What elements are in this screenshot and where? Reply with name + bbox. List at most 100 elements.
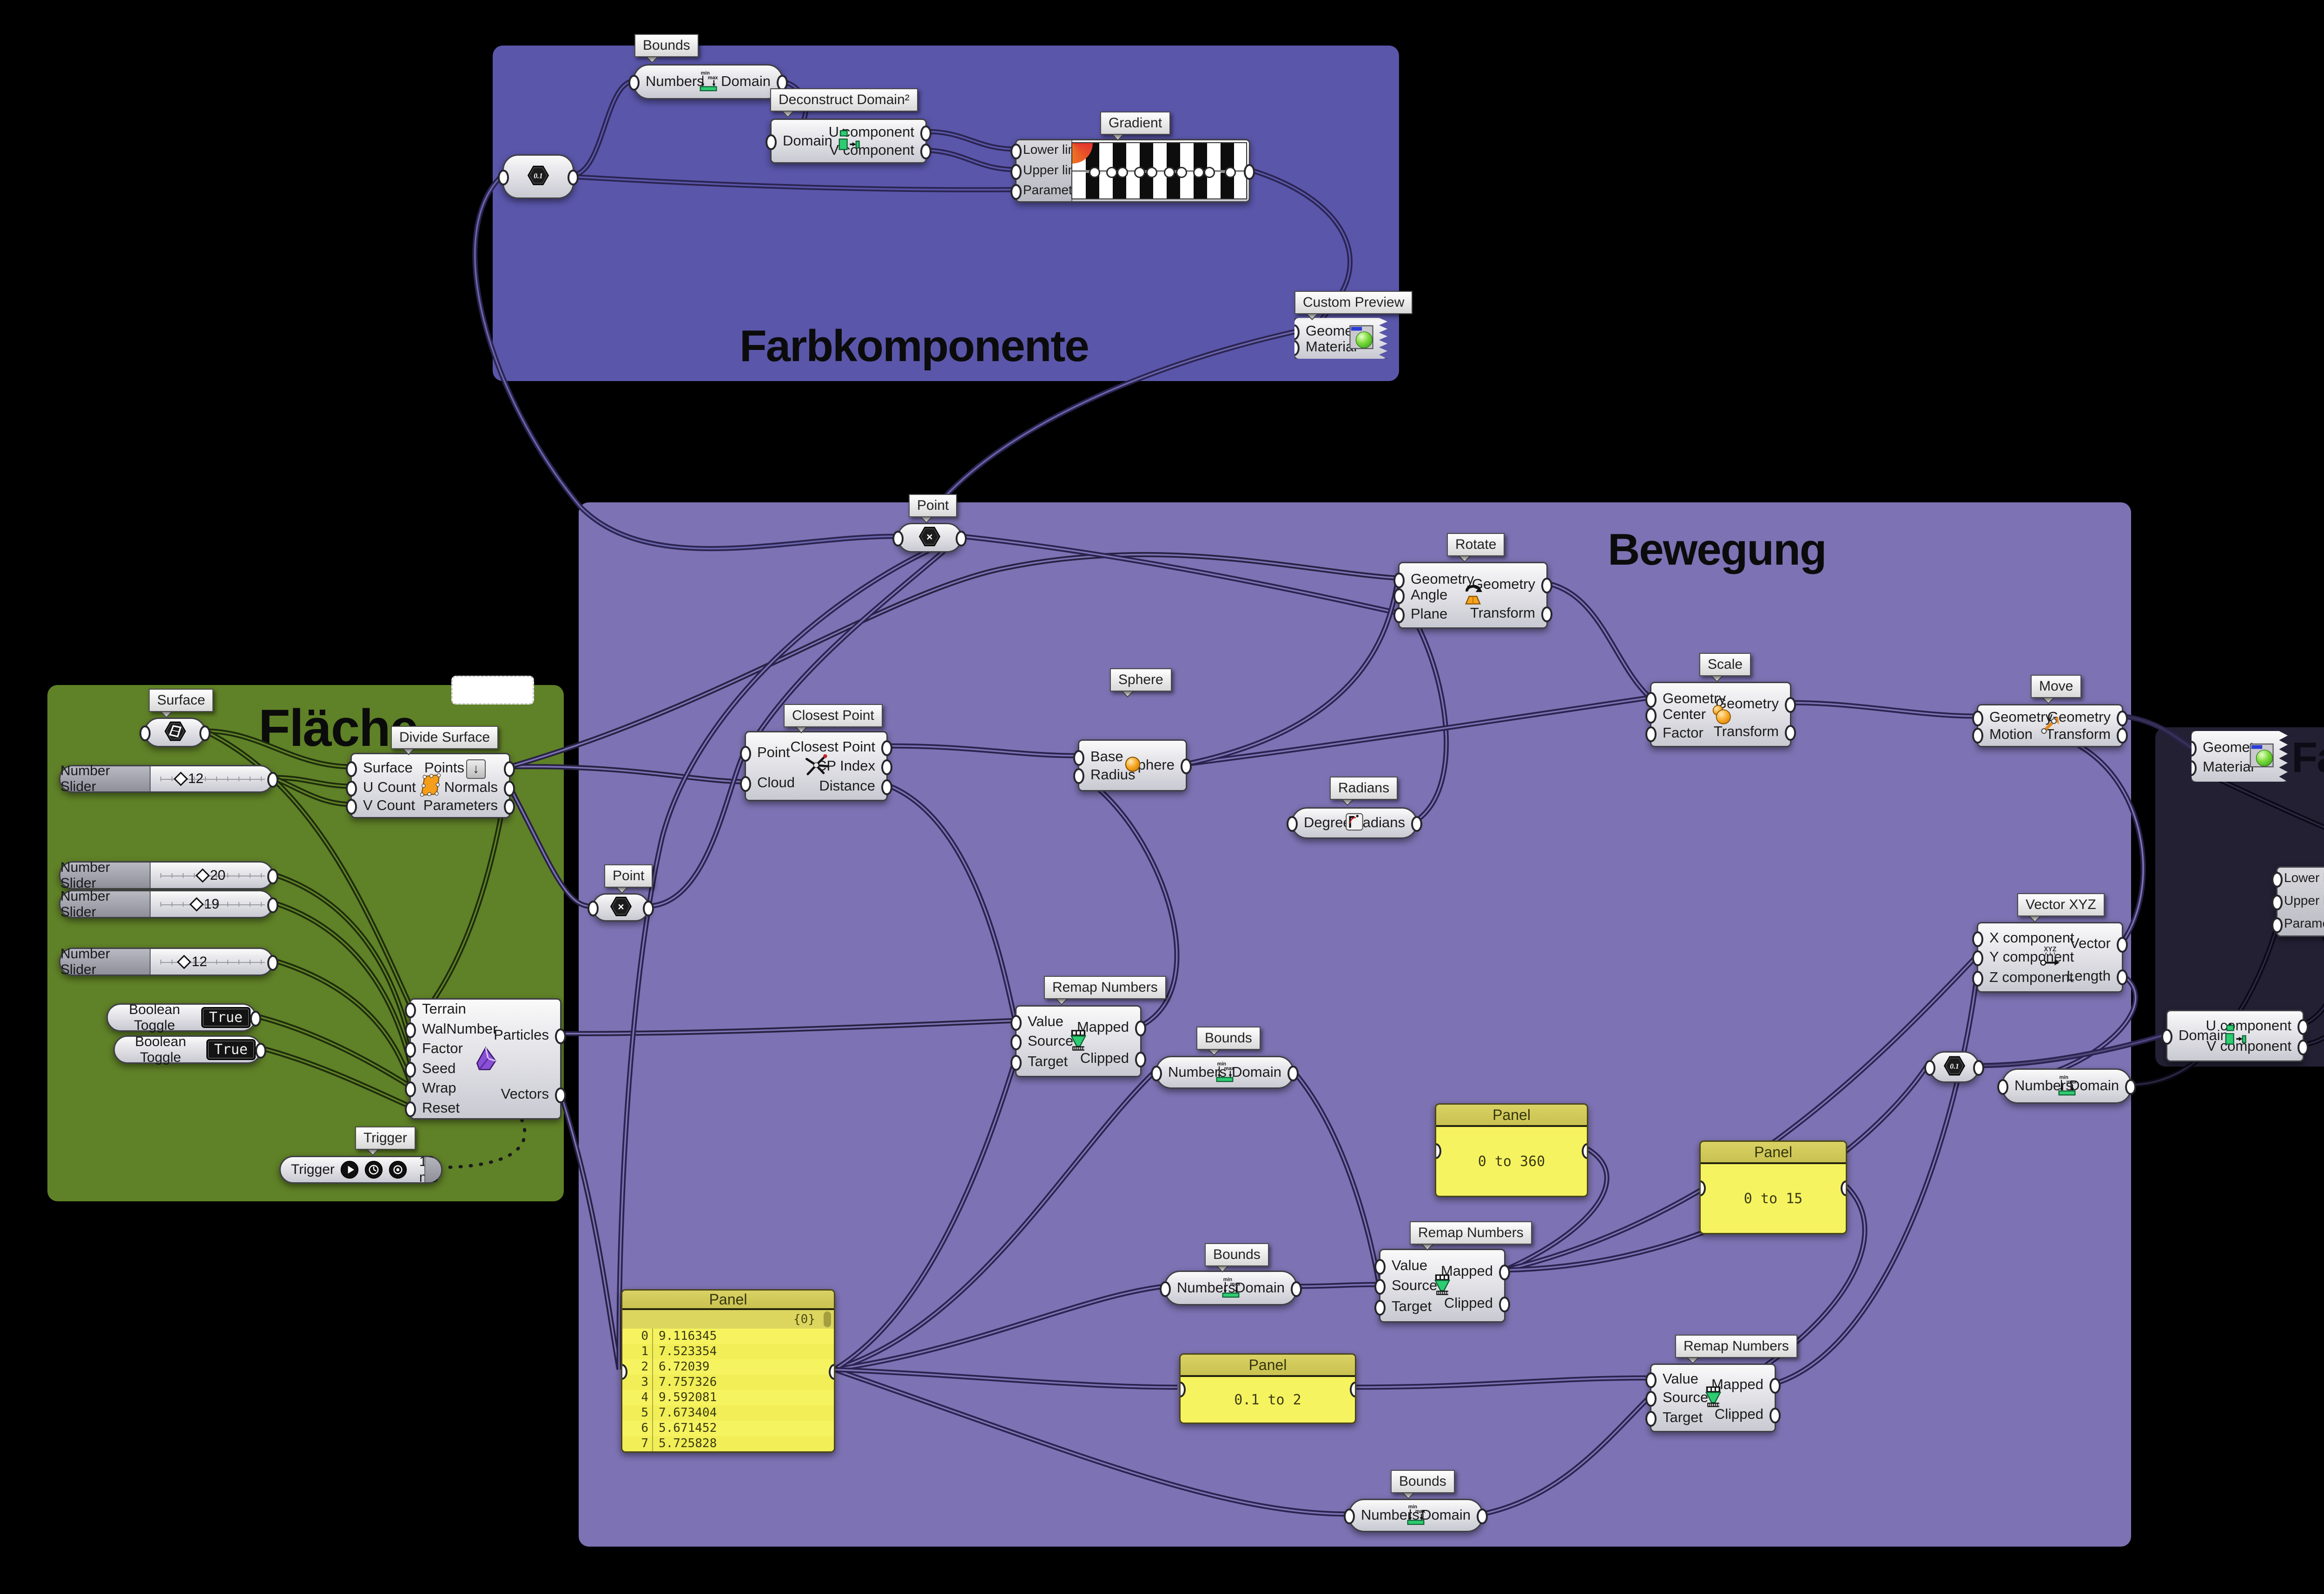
input-port[interactable] — [1160, 1281, 1171, 1297]
input-port[interactable] — [1010, 1014, 1022, 1031]
record-icon[interactable] — [389, 1160, 407, 1179]
output-port[interactable] — [555, 1028, 566, 1044]
gradient-handle[interactable] — [1175, 166, 1187, 178]
input-port[interactable] — [405, 1081, 416, 1098]
input-port[interactable] — [1073, 768, 1084, 784]
output-port[interactable] — [267, 897, 278, 913]
input-port[interactable] — [346, 761, 357, 777]
output-port[interactable] — [1769, 1377, 1781, 1394]
input-port[interactable] — [1645, 707, 1657, 724]
input-port[interactable] — [1344, 1508, 1355, 1524]
output-port[interactable] — [1350, 1382, 1355, 1397]
input-port[interactable] — [405, 1022, 416, 1038]
input-port[interactable] — [740, 776, 751, 792]
group-farbkomponente[interactable] — [493, 46, 1399, 381]
output-port[interactable] — [504, 761, 515, 777]
slider-track[interactable]: 20 — [151, 863, 272, 888]
gradient-handle[interactable] — [1193, 166, 1205, 178]
input-port[interactable] — [1010, 1055, 1022, 1071]
surface-param[interactable] — [139, 718, 211, 747]
gradient-handle[interactable] — [1106, 166, 1118, 178]
panel-scrollbar[interactable] — [824, 1311, 831, 1327]
gradient-handle[interactable] — [1134, 166, 1146, 178]
input-port[interactable] — [1645, 1391, 1657, 1407]
input-port[interactable] — [588, 900, 599, 916]
output-port[interactable] — [643, 900, 654, 916]
input-port[interactable] — [346, 798, 357, 815]
input-port[interactable] — [740, 745, 751, 762]
toggle-state[interactable]: True — [206, 1039, 256, 1060]
output-port[interactable] — [555, 1087, 566, 1103]
play-icon[interactable] — [340, 1160, 359, 1179]
input-port[interactable] — [139, 725, 151, 741]
input-port[interactable] — [892, 531, 904, 547]
input-port[interactable] — [1374, 1258, 1386, 1275]
input-port[interactable] — [1393, 588, 1405, 604]
output-port[interactable] — [1785, 725, 1796, 741]
output-port[interactable] — [568, 170, 579, 185]
output-port[interactable] — [1973, 1060, 1984, 1076]
output-port[interactable] — [504, 780, 515, 797]
output-port[interactable] — [881, 759, 892, 775]
slider-grip[interactable] — [195, 868, 210, 883]
input-port[interactable] — [1972, 711, 1983, 727]
input-port[interactable] — [1645, 1372, 1657, 1389]
trigger-timer[interactable]: Trigger10 ms — [279, 1154, 442, 1185]
output-port[interactable] — [1477, 1508, 1488, 1524]
input-port[interactable] — [1010, 143, 1022, 159]
input-port[interactable] — [405, 1002, 416, 1019]
output-port[interactable] — [1411, 816, 1422, 832]
slider-grip[interactable] — [189, 896, 204, 912]
output-port[interactable] — [1582, 1143, 1587, 1159]
number-param-01-top[interactable]: 0.1 — [498, 154, 579, 199]
output-port[interactable] — [1499, 1296, 1510, 1312]
output-port[interactable] — [2117, 969, 2128, 985]
slider-track[interactable]: 12 — [151, 949, 272, 975]
output-port[interactable] — [267, 955, 278, 971]
output-port[interactable] — [829, 1364, 834, 1380]
input-port[interactable] — [1645, 726, 1657, 742]
output-port[interactable] — [267, 772, 278, 788]
input-port[interactable] — [1645, 1410, 1657, 1427]
output-port[interactable] — [1841, 1180, 1846, 1196]
input-port[interactable] — [1972, 931, 1983, 948]
gradient-handle[interactable] — [1224, 166, 1236, 178]
input-port[interactable] — [1924, 1060, 1935, 1076]
input-port[interactable] — [2271, 872, 2283, 888]
input-port[interactable] — [2161, 1029, 2172, 1045]
slider-grip[interactable] — [173, 771, 188, 786]
input-port[interactable] — [1374, 1300, 1386, 1316]
point-param-left[interactable]: × — [588, 893, 654, 922]
output-port[interactable] — [2117, 936, 2128, 953]
output-port[interactable] — [920, 125, 931, 142]
slider-track[interactable]: 12 — [151, 766, 272, 791]
output-port[interactable] — [881, 779, 892, 795]
input-port[interactable] — [1010, 164, 1022, 180]
toggle-state[interactable]: True — [201, 1007, 251, 1028]
output-port[interactable] — [1287, 1065, 1299, 1081]
panel-content[interactable]: 0 to 15 — [1743, 1190, 1803, 1207]
input-port[interactable] — [2271, 895, 2283, 910]
